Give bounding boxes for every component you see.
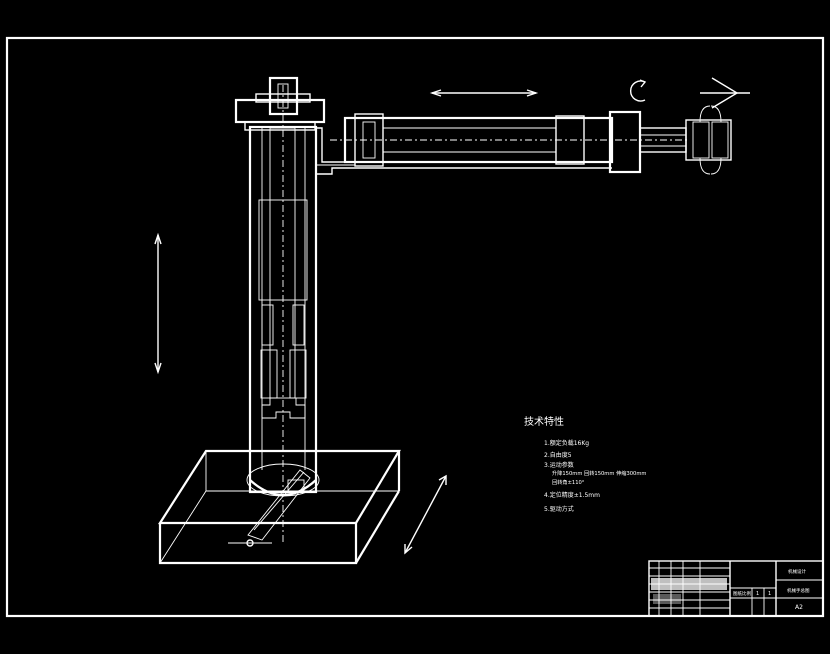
title-block-scale-2: 1 (768, 591, 771, 597)
tech-spec-item: 回转角±110° (552, 478, 585, 486)
tech-spec-item: 升降150mm 回转150mm 伸缩300mm (552, 469, 646, 477)
column-head (234, 76, 326, 131)
vertical-column (248, 85, 318, 545)
tech-spec-item: 1.额定负载16Kg (544, 439, 589, 447)
vertical-motion-arrow (154, 232, 162, 375)
title-block-sheet-size: A2 (795, 604, 803, 611)
title-block-scale-label: 图纸比例 (733, 590, 751, 597)
title-block-project: 机械设计 (788, 568, 806, 575)
arm-connector (316, 127, 612, 175)
diagonal-motion-arrow (404, 474, 447, 555)
base-block (157, 449, 401, 565)
title-block: 机械设计 机械手总图 图纸比例 1 1 A2 (648, 560, 824, 617)
drawing-frame (5, 36, 825, 618)
gripper-direction-arrow (700, 77, 750, 109)
tech-spec-item: 2.自由度5 (544, 451, 572, 459)
technical-specs: 技术特性 1.额定负载16Kg 2.自由度5 3.运动参数 升降150mm 回转… (524, 415, 646, 513)
horizontal-motion-arrow (429, 89, 539, 97)
gripper (639, 105, 732, 175)
tech-specs-title: 技术特性 (524, 415, 564, 428)
title-block-scale-1: 1 (756, 591, 759, 597)
tech-spec-item: 5.驱动方式 (544, 505, 574, 513)
horizontal-cylinder (330, 110, 690, 174)
tech-spec-item: 3.运动参数 (544, 461, 574, 469)
rotation-arrow (629, 79, 647, 102)
title-block-drawing-name: 机械手总图 (787, 587, 810, 594)
tech-spec-item: 4.定位精度±1.5mm (544, 491, 600, 499)
